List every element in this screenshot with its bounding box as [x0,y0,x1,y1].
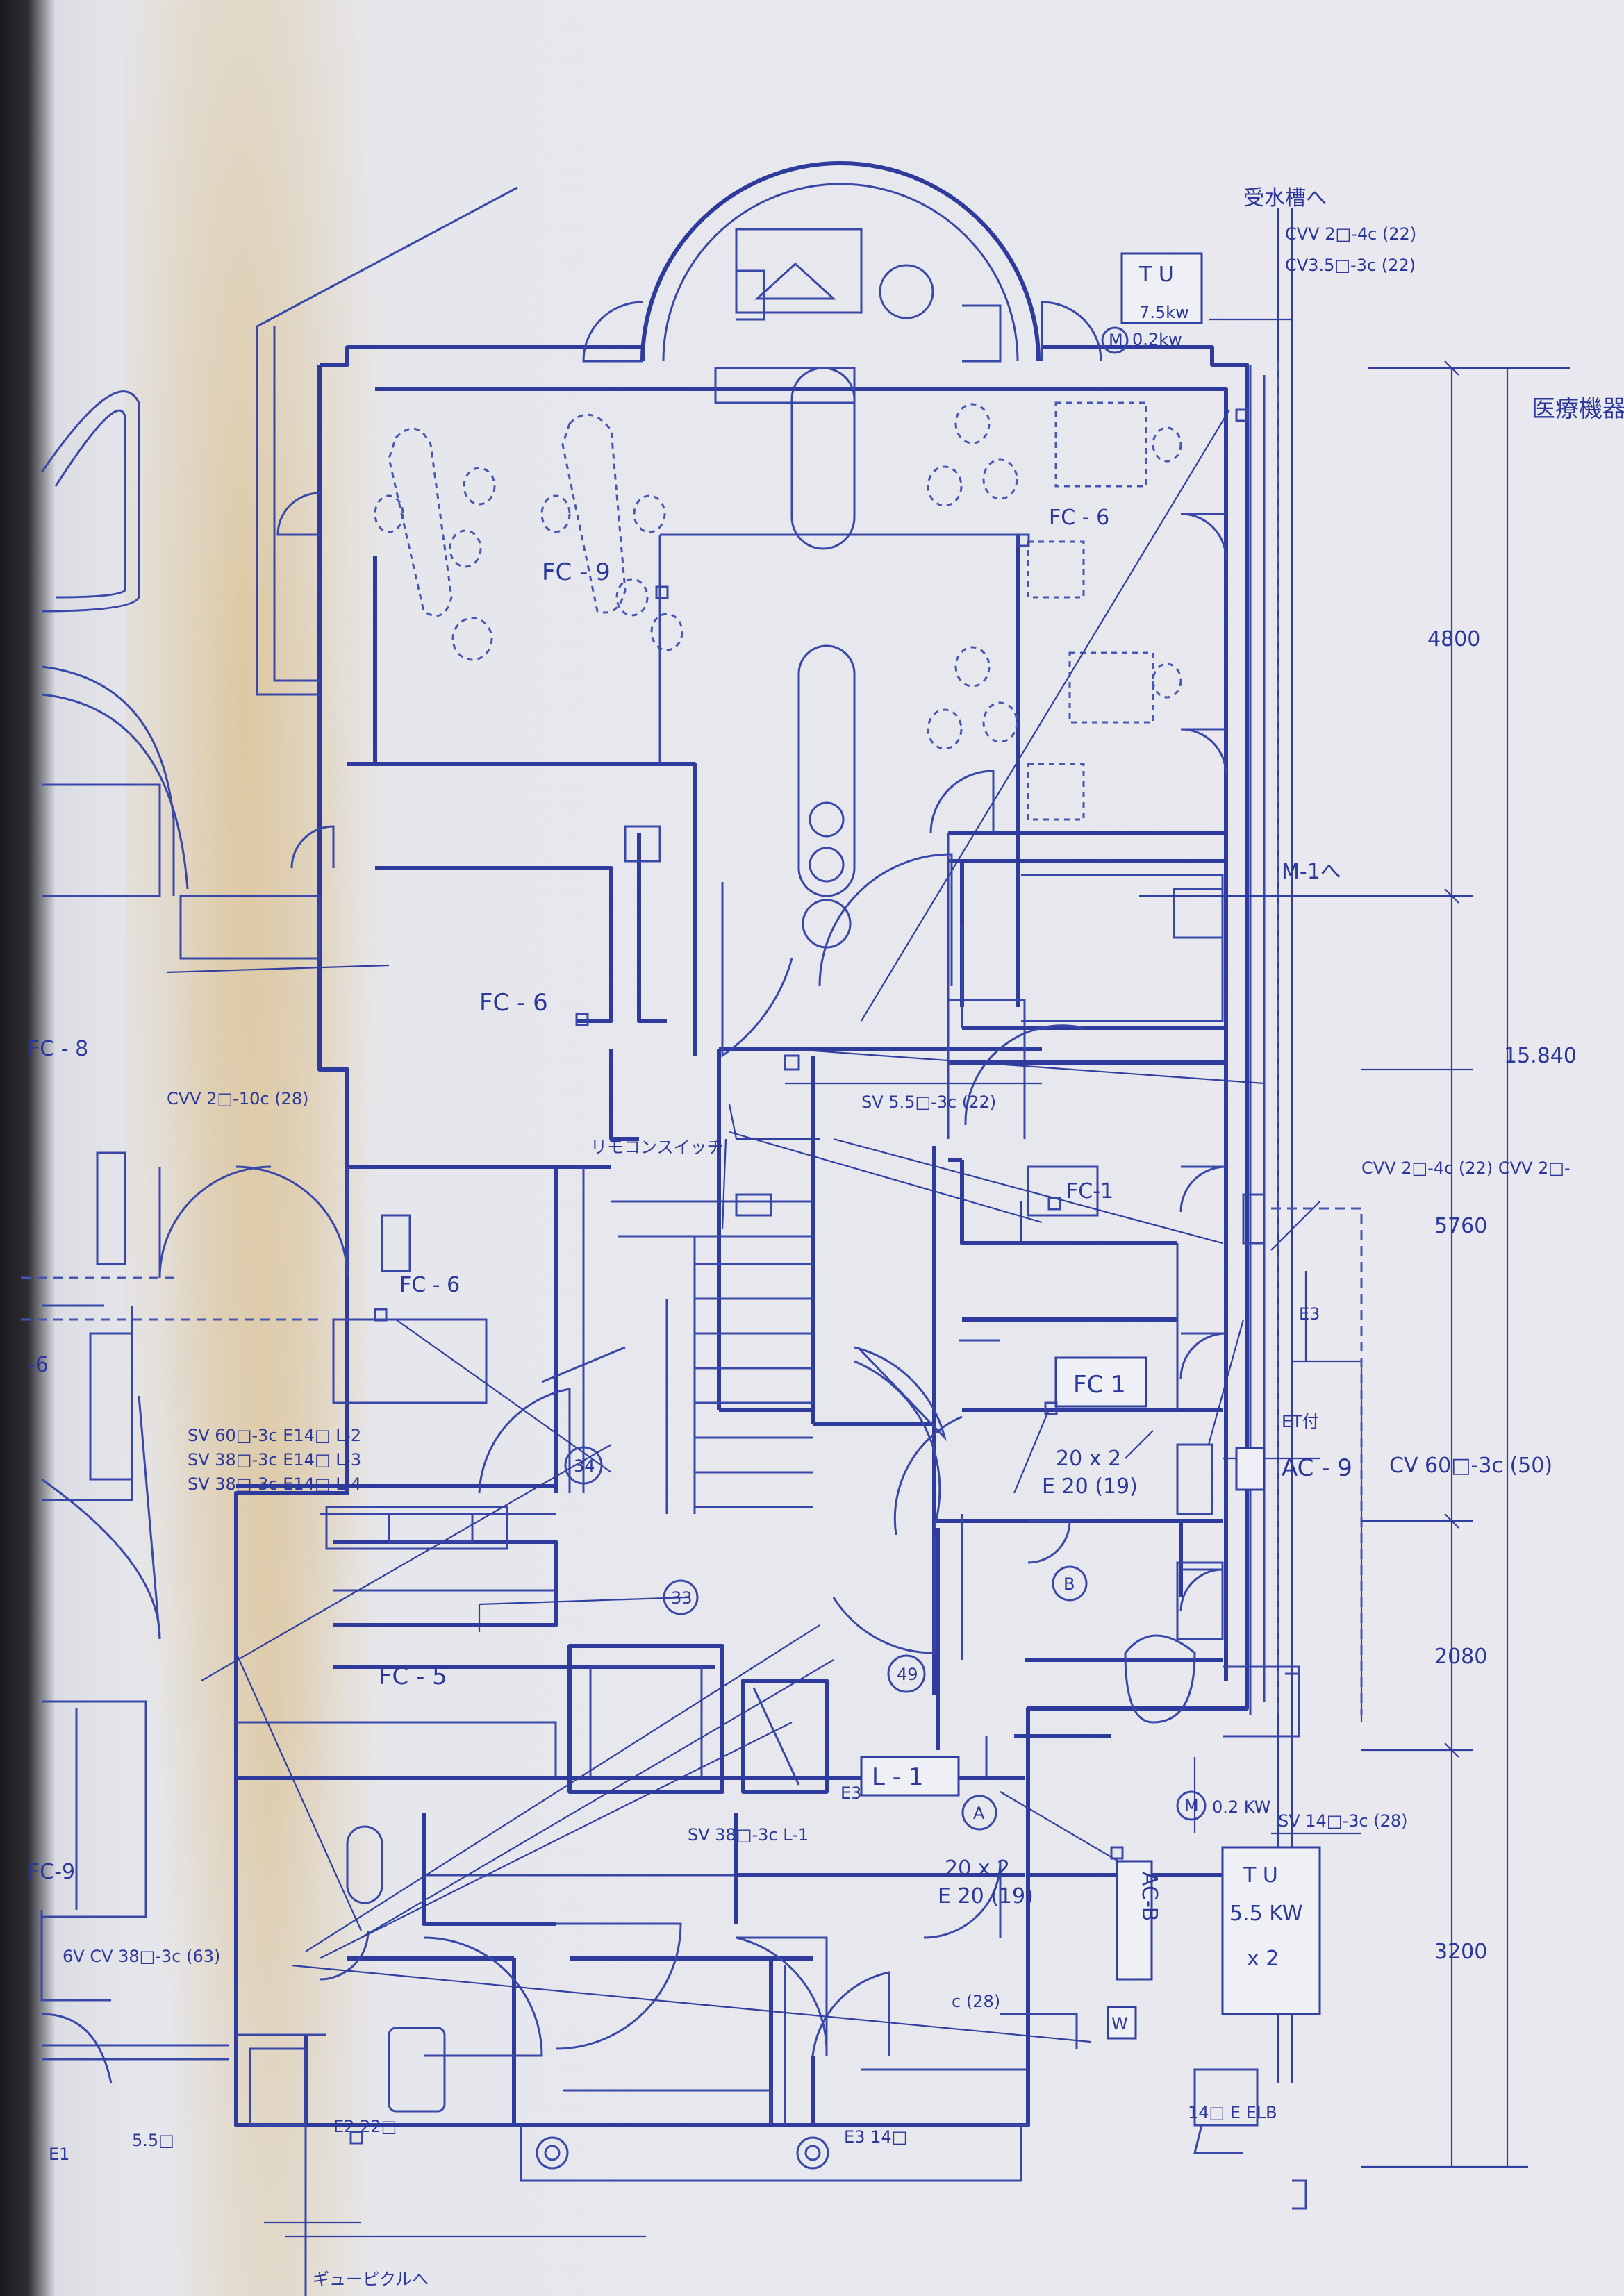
label-sv55: SV 5.5□-3c (22) [861,1092,996,1112]
interior-walls [234,535,1228,2127]
label-sv38-line1: SV 38□-3c E14□ L-3 [188,1450,361,1470]
acb-box [1116,1860,1153,1981]
paper-stain [125,0,417,2296]
label-cvv-10c: CVV 2□-10c (28) [167,1089,308,1108]
label-pipe-e20-a: E 20 (19) [1042,1474,1138,1499]
label-motor-bottom-kw: 0.2 KW [1212,1797,1270,1817]
label-acb: AC-B [1137,1872,1161,1921]
label-circle-33: 33 [671,1588,693,1608]
l1-box [860,1756,960,1797]
dim-5760: 5760 [1434,1214,1487,1238]
circle-b [1052,1565,1088,1602]
label-e2: E2 22□ [333,2117,397,2136]
label-cvv-right: CVV 2□-4c (22) CVV 2□- [1361,1158,1571,1178]
label-fc1-top: FC-1 [1066,1179,1113,1204]
label-l1: L - 1 [872,1763,923,1791]
label-fc8-left: FC - 8 [28,1037,88,1061]
label-et: ET付 [1282,1412,1319,1431]
dimension-lines [1139,360,1570,2168]
label-tu-bottom-x2: x 2 [1247,1947,1279,1971]
label-motor-top-symbol: M [1109,331,1123,350]
label-pipe-20x2-a: 20 x 2 [1056,1447,1121,1471]
circle-34 [564,1446,603,1485]
label-sv14: SV 14□-3c (28) [1278,1811,1408,1831]
circle-a [961,1795,997,1831]
label-motor-bottom-symbol: M [1184,1796,1199,1815]
doors [158,301,1227,2057]
motor-top [1101,326,1129,354]
label-c28: c (28) [952,1992,1000,2011]
label-pipe-e20-b: E 20 (19) [938,1884,1034,1908]
furniture-outlines [374,401,1182,821]
circle-33 [663,1579,699,1615]
dim-15840: 15.840 [1504,1044,1577,1068]
label-fc9-top: FC - 9 [542,558,611,586]
label-circle-49: 49 [897,1665,918,1684]
left-structures [21,186,518,2084]
label-cv35: CV3.5□-3c (22) [1285,256,1416,275]
label-tu-top: T U [1138,263,1174,287]
label-sv38-l1: SV 38□-3c L-1 [688,1825,809,1845]
label-motor-top-kw: 0.2kw [1132,330,1182,349]
label-pipe-20x2-b: 20 x 2 [945,1856,1010,1881]
label-tu-bottom: T U [1243,1863,1278,1888]
label-cvv-top: CVV 2□-4c (22) [1285,224,1416,244]
label-w: W [1111,2014,1128,2033]
label-tu-top-kw: 7.5kw [1139,303,1189,322]
label-cv38-63: 6V CV 38□-3c (63) [63,1947,220,1966]
label-water-tank: 受水槽へ [1243,186,1327,210]
label-fc6-top-right: FC - 6 [1049,506,1109,530]
label-sv60-line: SV 60□-3c E14□ L-2 [188,1426,361,1445]
label-elb: 14□ E ELB [1188,2103,1277,2122]
label-circle-34: 34 [574,1456,595,1476]
label-circle-b: B [1063,1574,1075,1594]
label-fc6-mid: FC - 6 [479,989,548,1017]
label-e3-top: E3 [1299,1304,1320,1324]
exterior-walls [234,345,1266,2127]
label-fc6-lower: FC - 6 [399,1273,460,1297]
stairs [541,1235,813,1514]
wiring-lines [166,208,1363,2238]
label-sv38-line2: SV 38□-3c E14□ L-4 [188,1474,361,1494]
label-medical-equipment: 医療機器 [1532,395,1624,423]
label-tu-bottom-kw: 5.5 KW [1229,1902,1303,1926]
right-rooms [947,861,1300,1778]
motor-bottom [1176,1790,1207,1821]
label-e1: E1 [49,2145,69,2164]
label-fc9-left: FC-9 [28,1860,75,1884]
circle-49 [887,1654,926,1693]
label-fc1-box: FC 1 [1073,1371,1126,1399]
dim-4800: 4800 [1427,627,1480,651]
annotations: 受水槽へ CVV 2□-4c (22) CV3.5□-3c (22) 医療機器 … [28,186,1624,2289]
label-remote-switch: リモコンスイッチ [590,1138,724,1157]
arched-room [640,161,1041,363]
central-counter [658,367,1018,949]
tu-bottom-box [1221,1846,1321,2015]
tu-top-box [1120,252,1203,324]
label-cv60: CV 60□-3c (50) [1389,1454,1552,1478]
label-m1: M-1へ [1282,860,1341,884]
fc1-box [1054,1356,1147,1408]
label-ac9: AC - 9 [1282,1454,1352,1482]
label-e1-val: 5.5□ [132,2131,174,2150]
ac9-box [1235,1447,1266,1491]
bottom-features [304,2068,1307,2296]
label-fc6-left: -6 [28,1353,49,1377]
equipment-markers [249,408,1266,2145]
label-fc5: FC - 5 [379,1663,447,1690]
dim-3200: 3200 [1434,1940,1487,1964]
label-e3-mid: E3 [840,1783,861,1803]
dim-2080: 2080 [1434,1645,1487,1669]
w-box [1107,2006,1137,2040]
label-tube: ギューピクルへ [313,2270,429,2289]
label-circle-a: A [973,1804,985,1823]
label-e3-bottom: E3 14□ [844,2127,907,2147]
